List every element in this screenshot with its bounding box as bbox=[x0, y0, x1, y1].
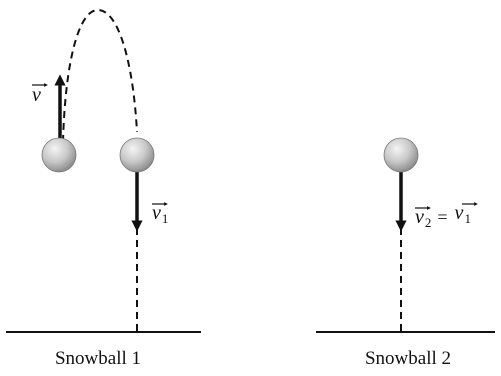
svg-text:v1: v1 bbox=[152, 202, 168, 226]
caption-snowball-2: Snowball 2 bbox=[365, 348, 451, 369]
snowball-1-launch bbox=[41, 137, 77, 173]
svg-text:v2=v1: v2=v1 bbox=[415, 202, 471, 230]
svg-text:v: v bbox=[32, 84, 41, 106]
label-v1: v1 bbox=[152, 202, 168, 226]
caption-snowball-1: Snowball 1 bbox=[55, 348, 141, 369]
snowball-1-return bbox=[119, 137, 155, 173]
label-initial-velocity: v bbox=[32, 83, 48, 106]
label-v2-equals-v1: v2=v1 bbox=[415, 202, 478, 230]
trajectory-arc bbox=[62, 8, 138, 143]
snowball-2 bbox=[383, 137, 419, 173]
